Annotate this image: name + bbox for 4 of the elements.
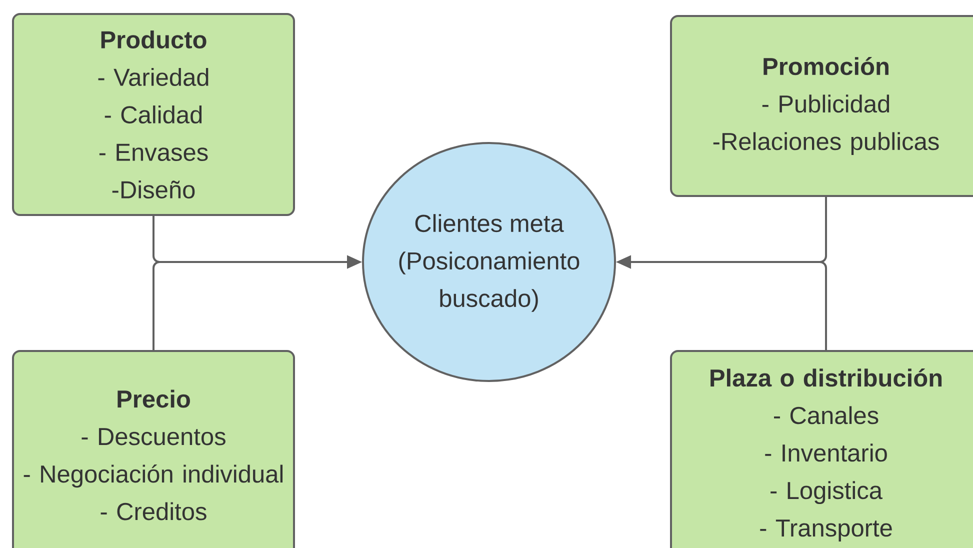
process-box: Promoción - Publicidad -Relaciones publicas — [670, 15, 973, 197]
process-box: Precio - Descuentos - Negociación individual - Creditos — [12, 350, 295, 548]
process-box: Producto - Variedad - Calidad - Envases -Diseño — [12, 13, 295, 216]
process-box: Plaza o distribución - Canales - Inventario - Logistica - Transporte — [670, 350, 973, 548]
